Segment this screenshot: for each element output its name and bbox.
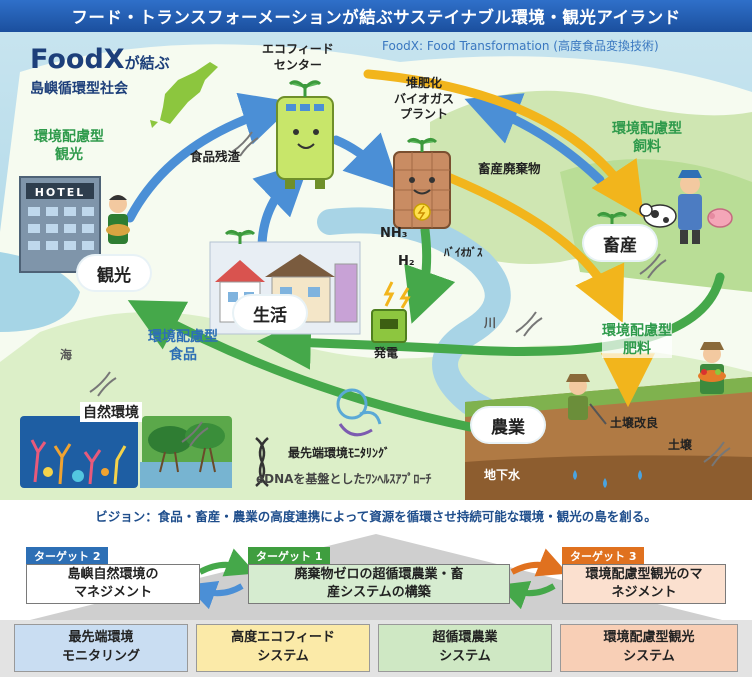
ecofeed-center-icon <box>276 80 334 189</box>
dna-icon-monitoring <box>255 437 269 487</box>
subtitle: FoodX: Food Transformation (高度食品変換技術) <box>382 39 659 53</box>
system-monitoring: 最先端環境モニタリング <box>14 624 188 672</box>
hotel-icon <box>19 176 101 273</box>
arrow-plant-to-power <box>404 225 456 324</box>
soil-label: 土壌 <box>668 438 693 452</box>
natural-env-label: 自然環境 <box>80 402 142 422</box>
river-label: 川 <box>484 316 497 330</box>
biogas-plant-icon <box>393 137 451 229</box>
target-3-tag: ターゲット 3 <box>562 547 645 564</box>
target-1-tag: ターゲット 1 <box>248 547 331 564</box>
arrow-tourism-to-ecofeed <box>125 92 297 223</box>
soil-improve-label: 土壌改良 <box>610 416 659 430</box>
mangrove-icon <box>140 423 232 488</box>
diagram-scene <box>0 32 752 500</box>
nh3-label: NH₃ <box>380 226 408 241</box>
arrow-livestock-to-plant <box>464 93 605 185</box>
sea-label: 海 <box>60 348 73 362</box>
coral-icon <box>30 439 127 485</box>
sprout-icon-livestock <box>596 211 628 225</box>
h2-label: H₂ <box>398 254 415 269</box>
cow-icon <box>639 203 677 228</box>
logo-tagline: 島嶼循環型社会 <box>30 81 128 97</box>
biogas-label: ﾊﾞｲｵｶﾞｽ <box>444 246 483 259</box>
food-residue-label: 食品残渣 <box>190 149 241 164</box>
power-label: 発電 <box>374 346 399 360</box>
eco-tourism-label: 環境配慮型 観光 <box>34 129 104 164</box>
livestock-waste-label: 畜産廃棄物 <box>478 161 541 176</box>
foodx-logo: FoodXが結ぶ <box>30 44 170 75</box>
dna-icon <box>89 131 731 467</box>
system-tourism: 環境配慮型観光システム <box>560 624 738 672</box>
eco-food-label: 環境配慮型 食品 <box>148 329 218 364</box>
logo-suffix: が結ぶ <box>124 54 170 72</box>
eco-feed-label: 環境配慮型 飼料 <box>612 121 682 156</box>
water-drop-icon <box>573 470 642 488</box>
monitoring-logo-icon <box>336 388 382 437</box>
arrow-ecofeed-to-livestock <box>363 69 644 218</box>
target-1-box: 廃棄物ゼロの超循環農業・畜産システムの構築 <box>248 564 510 604</box>
arrow-ecofeed-to-plant <box>331 132 400 190</box>
page-title: フード・トランスフォーメーションが結ぶサステイナブル環境・観光アイランド <box>71 8 681 27</box>
title-bar: フード・トランスフォーメーションが結ぶサステイナブル環境・観光アイランド <box>0 0 752 32</box>
system-ecofeed: 高度エコフィードシステム <box>196 624 370 672</box>
livestock-bubble: 畜産 <box>584 226 656 260</box>
battery-icon <box>371 281 411 343</box>
biogas-plant-label: 堆肥化 バイオガス プラント <box>394 76 455 122</box>
island-map-icon <box>160 62 218 124</box>
ecofeed-center-label: エコフィード センター <box>262 42 334 72</box>
farmer-icon <box>678 170 702 244</box>
tourist-person-icon <box>106 195 130 244</box>
arrow-plant-to-fertilizer <box>443 172 625 323</box>
pig-icon <box>707 208 733 228</box>
farmer-working-icon <box>566 374 607 425</box>
arrow-livestock-to-life <box>256 272 725 370</box>
system-agriculture: 超循環農業システム <box>378 624 552 672</box>
target-2-tag: ターゲット 2 <box>26 547 109 564</box>
target-2-box: 島嶼自然環境のマネジメント <box>26 564 200 604</box>
tourism-bubble: 観光 <box>78 256 150 290</box>
logo-main: FoodX <box>30 44 125 75</box>
cycle-arrows-right-icon <box>497 548 568 610</box>
edna-label: eDNAを基盤としたﾜﾝﾍﾙｽｱﾌﾟﾛｰﾁ <box>256 472 432 486</box>
vision-statement: ビジョン：食品・畜産・農業の高度連携によって資源を循環させ持続可能な環境・観光の… <box>95 508 657 524</box>
cycle-arrows-left-icon <box>185 548 256 610</box>
agriculture-bubble: 農業 <box>472 408 544 442</box>
arrow-agri-to-tourism <box>127 300 475 432</box>
farmer-vegetables-icon <box>698 342 726 394</box>
hotel-sign: HOTEL <box>34 186 86 199</box>
groundwater-label: 地下水 <box>484 468 521 482</box>
life-bubble: 生活 <box>234 296 306 330</box>
monitoring-label: 最先端環境ﾓﾆﾀﾘﾝｸﾞ <box>288 446 391 460</box>
target-3-box: 環境配慮型観光のマネジメント <box>562 564 726 604</box>
eco-fertilizer-label: 環境配慮型 肥料 <box>602 322 672 359</box>
